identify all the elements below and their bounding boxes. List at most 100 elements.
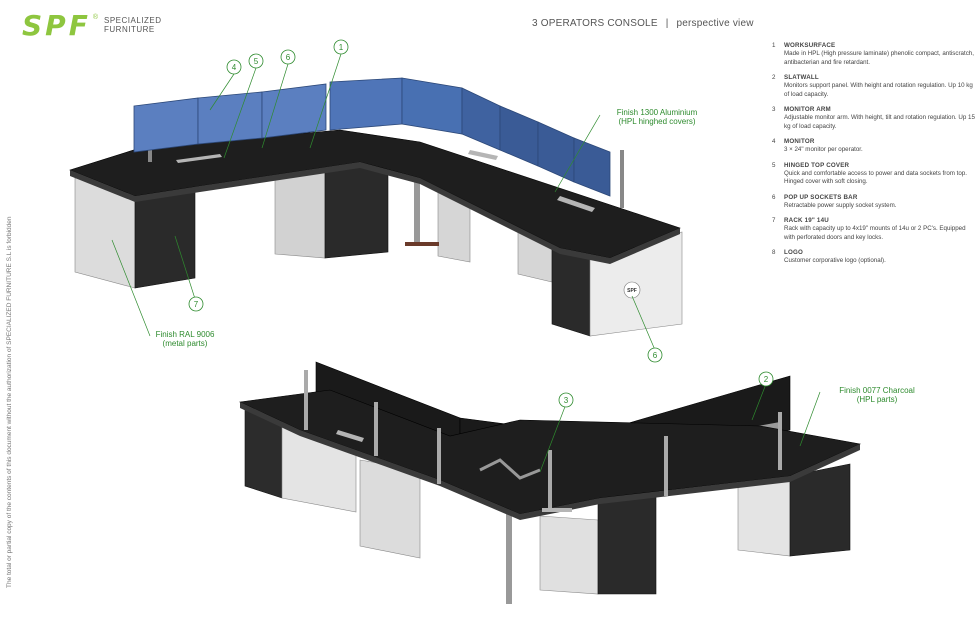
marker-6: 6	[653, 351, 658, 360]
monitor-pole	[437, 428, 441, 484]
worksurface-edge	[240, 402, 860, 520]
cabinet-right-side	[737, 475, 791, 557]
marker-labels: 1 5 6 4 7 6 3 2	[194, 43, 769, 405]
marker-6: 6	[286, 53, 291, 62]
legend-desc: 3 × 24" monitor per operator.	[784, 146, 863, 153]
monitor	[573, 137, 611, 197]
legend-desc: Made in HPL (High pressure laminate) phe…	[784, 50, 974, 66]
marker-5: 5	[254, 57, 259, 66]
marker-circle	[647, 347, 663, 363]
callout-markers	[188, 39, 774, 408]
legend-num: 2	[772, 74, 776, 81]
monitor	[461, 87, 501, 151]
legend-num: 7	[772, 217, 776, 224]
monitor-arm	[479, 458, 541, 480]
legend-title: SLATWALL	[784, 74, 819, 81]
header-separator: |	[665, 18, 669, 29]
view-label: perspective view	[676, 18, 754, 29]
legend-title: RACK 19" 14U	[784, 217, 829, 224]
monitor-pole	[374, 402, 378, 456]
monitor-pole	[304, 370, 308, 430]
console-rear-view	[238, 361, 861, 604]
console-front-view: SPF	[69, 77, 683, 337]
legend-desc: Monitors support panel. With height and …	[784, 82, 973, 98]
monitor	[133, 97, 199, 153]
desk-logo-text: SPF	[627, 288, 637, 294]
cabinet-right-front	[789, 463, 851, 557]
legend-num: 4	[772, 138, 776, 145]
legend-title: MONITOR	[784, 138, 815, 145]
marker-circle	[248, 53, 264, 69]
monitor	[261, 83, 327, 139]
callout-lines	[111, 53, 821, 473]
page-header: 3 OPERATORS CONSOLE | perspective view	[532, 18, 754, 29]
desk-leg	[414, 174, 420, 246]
marker-circle	[280, 49, 296, 65]
worksurface-edge	[70, 162, 680, 264]
legend-desc: Rack with capacity up to 4x19" mounts of…	[784, 225, 966, 241]
monitor	[537, 121, 575, 183]
legend-num: 3	[772, 106, 776, 113]
marker-7: 7	[194, 300, 199, 309]
callout-ral-text: Finish RAL 9006 (metal parts)	[155, 330, 215, 348]
cabinet-middle-front	[597, 487, 657, 595]
logo-line2: FURNITURE	[104, 25, 155, 34]
monitor-pole	[664, 436, 668, 496]
marker-circle	[226, 59, 242, 75]
callout-aluminium-text: Finish 1300 Aluminium (HPL hinghed cover…	[616, 108, 698, 126]
marker-circle	[558, 392, 574, 408]
legend-num: 5	[772, 161, 776, 169]
legend-num: 1	[772, 42, 776, 49]
legend-title: LOGO	[784, 249, 804, 256]
cabinet-right-front	[551, 245, 591, 337]
legend-title: WORKSURFACE	[784, 42, 836, 49]
hinged-cover	[336, 430, 364, 442]
monitor-pole	[778, 412, 782, 470]
cabinet-middle-front	[324, 159, 389, 259]
cabinet-middle-side	[274, 169, 326, 259]
monitor-pole	[620, 150, 624, 208]
cabinet-middle-side	[539, 515, 599, 595]
legend-title: MONITOR ARM	[784, 106, 831, 113]
legend-desc: Retractable power supply socket system.	[784, 201, 897, 209]
marker-1: 1	[339, 43, 344, 52]
legend-num: 6	[772, 193, 776, 201]
callout-aluminium: Finish 1300 Aluminium (HPL hinghed cover…	[602, 108, 712, 126]
legend-title: HINGED TOP COVER	[784, 161, 850, 169]
hinged-cover	[542, 508, 572, 512]
legend-desc: Customer corporative logo (optional).	[784, 257, 886, 264]
legend-desc: Adjustable monitor arm. With height, til…	[784, 114, 975, 130]
company-logo: SPF ® SPECIALIZED FURNITURE	[22, 12, 162, 40]
monitor	[401, 77, 463, 135]
logo-line1: SPECIALIZED	[104, 16, 162, 25]
logo-mark: SPF	[22, 9, 91, 42]
legend-desc: Quick and comfortable access to power an…	[784, 169, 967, 186]
monitor	[197, 91, 263, 145]
marker-circle	[188, 296, 204, 312]
monitor	[499, 105, 539, 167]
page-title: 3 OPERATORS CONSOLE	[532, 18, 658, 29]
hinged-cover	[468, 150, 498, 160]
marker-4: 4	[232, 63, 237, 72]
desk-leg	[506, 494, 512, 604]
marker-circle	[333, 39, 349, 55]
logo-registered: ®	[92, 14, 98, 21]
legend-title: POP UP SOCKETS BAR	[784, 193, 858, 201]
legend-num: 8	[772, 249, 776, 256]
callout-ral: Finish RAL 9006 (metal parts)	[140, 330, 230, 348]
monitor	[329, 77, 403, 131]
desk-foot	[405, 242, 439, 246]
desk-logo	[623, 281, 641, 299]
hinged-cover	[176, 154, 222, 163]
hinged-cover	[557, 196, 595, 212]
